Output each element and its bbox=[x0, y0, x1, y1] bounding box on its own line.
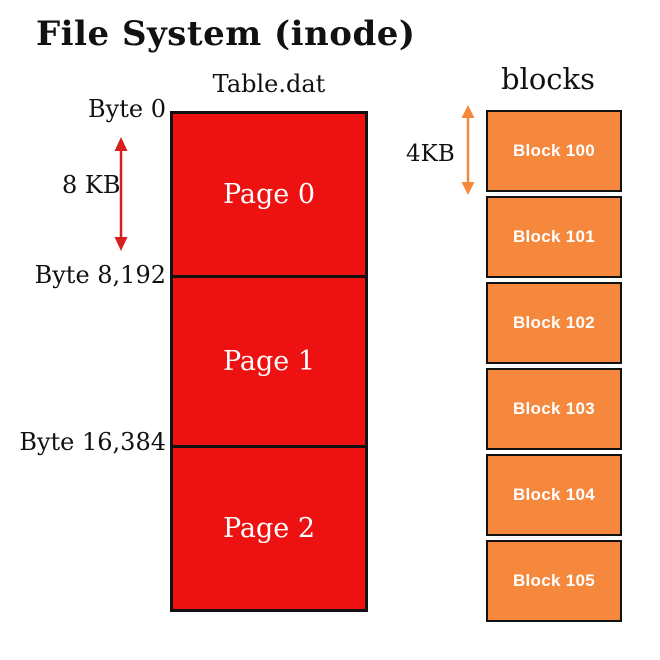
block-item-105: Block 105 bbox=[486, 540, 622, 622]
block-label: Block 100 bbox=[512, 141, 596, 160]
byte-marker-0: Byte 0 bbox=[88, 95, 166, 123]
block-label: Block 103 bbox=[512, 399, 596, 418]
block-label: Block 101 bbox=[512, 227, 596, 246]
block-size-label: 4KB bbox=[406, 141, 455, 167]
byte-marker-16384: Byte 16,384 bbox=[19, 428, 166, 456]
page-label: Page 0 bbox=[222, 179, 316, 210]
block-size-arrow-icon bbox=[461, 105, 475, 195]
block-item-102: Block 102 bbox=[486, 282, 622, 364]
blocks-header: blocks bbox=[501, 62, 595, 96]
page-label: Page 1 bbox=[222, 346, 316, 377]
block-item-104: Block 104 bbox=[486, 454, 622, 536]
block-item-100: Block 100 bbox=[486, 110, 622, 192]
file-name-label: Table.dat bbox=[212, 70, 326, 98]
blocks-column: Block 100 Block 101 Block 102 Block 103 … bbox=[486, 110, 622, 622]
page-section-2: Page 2 bbox=[173, 445, 365, 609]
page-label: Page 2 bbox=[222, 513, 316, 544]
block-item-103: Block 103 bbox=[486, 368, 622, 450]
page-size-label: 8 KB bbox=[62, 171, 121, 199]
block-item-101: Block 101 bbox=[486, 196, 622, 278]
page-section-0: Page 0 bbox=[173, 114, 365, 275]
page-section-1: Page 1 bbox=[173, 275, 365, 445]
inode-file-box: Page 0 Page 1 Page 2 bbox=[170, 111, 368, 612]
page-size-arrow-icon bbox=[114, 137, 128, 251]
page-title: File System (inode) bbox=[36, 14, 416, 54]
block-label: Block 102 bbox=[512, 313, 596, 332]
block-label: Block 104 bbox=[512, 485, 596, 504]
byte-marker-8192: Byte 8,192 bbox=[34, 261, 166, 289]
block-label: Block 105 bbox=[512, 571, 596, 590]
